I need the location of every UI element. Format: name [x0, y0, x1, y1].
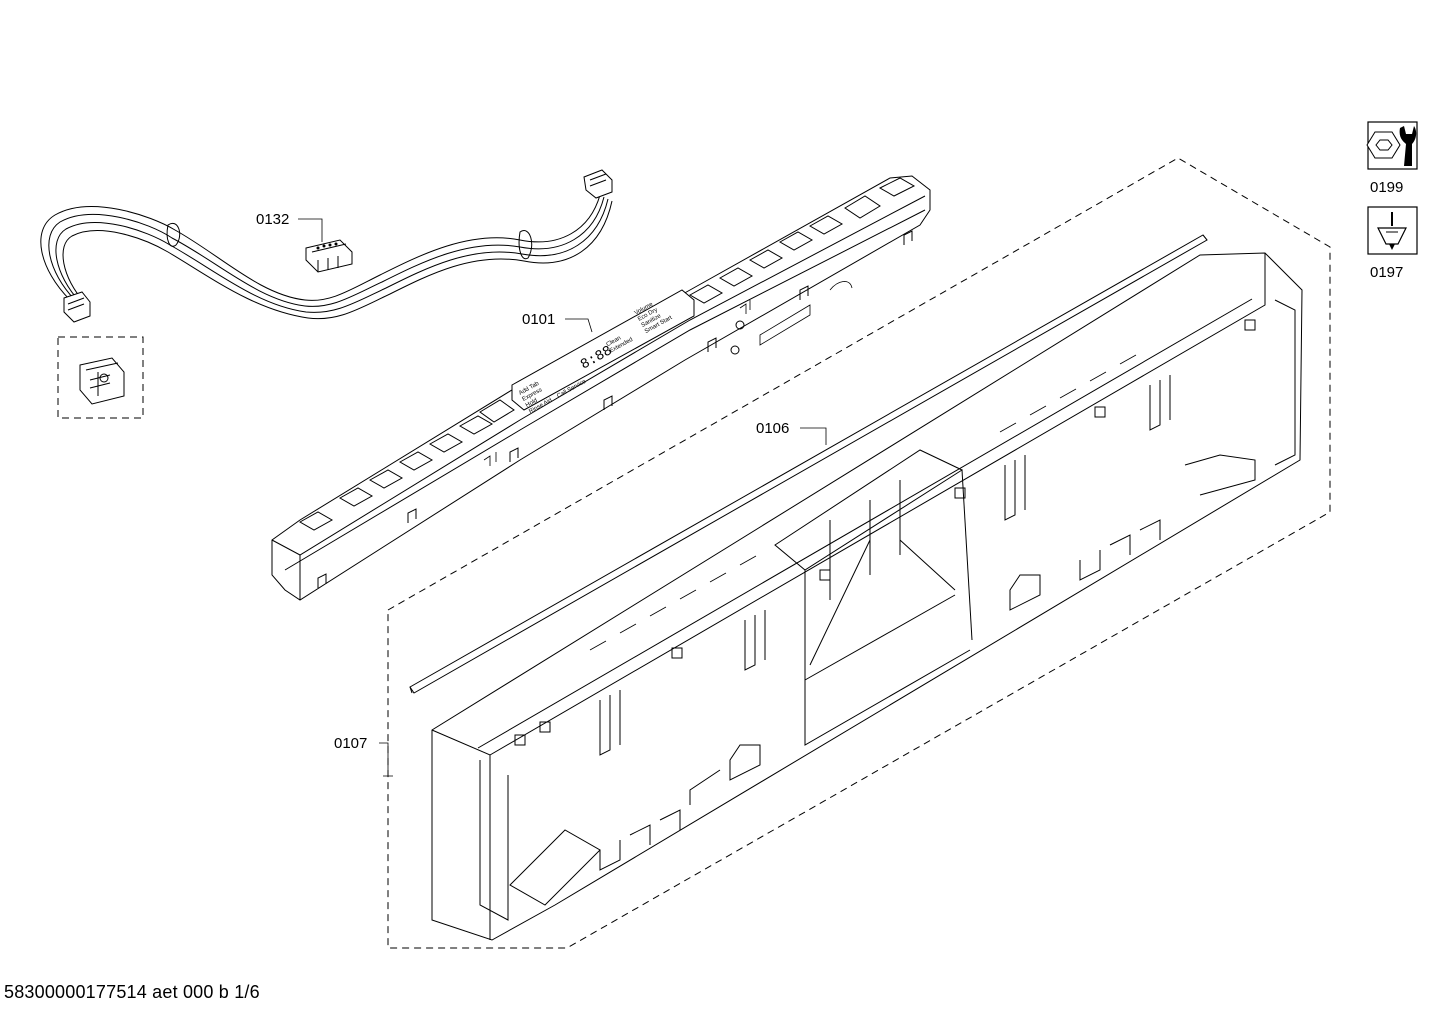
- callout-0101: 0101: [522, 311, 555, 328]
- seal-strip: [409, 234, 1208, 694]
- document-id: 58300000177514 aet 000 b 1/6: [4, 982, 260, 1002]
- callout-0132: 0132: [256, 211, 289, 228]
- callout-0197: 0197: [1370, 264, 1403, 281]
- wire-harness: [40, 169, 613, 323]
- control-display-labels: Add Tab Express Hold Rinse Aid Call Serv…: [518, 301, 674, 415]
- screwdriver-icon: [1367, 206, 1418, 255]
- callout-leaders: [298, 218, 827, 777]
- callout-0199: 0199: [1370, 179, 1403, 196]
- wrench-nut-icon: [1366, 121, 1418, 170]
- label-hold: Hold: [525, 398, 539, 409]
- panel-frame: [431, 252, 1303, 941]
- control-module: [271, 175, 931, 601]
- callout-0107: 0107: [334, 735, 367, 752]
- callout-0106: 0106: [756, 420, 789, 437]
- connector-detail-inset: [57, 336, 144, 419]
